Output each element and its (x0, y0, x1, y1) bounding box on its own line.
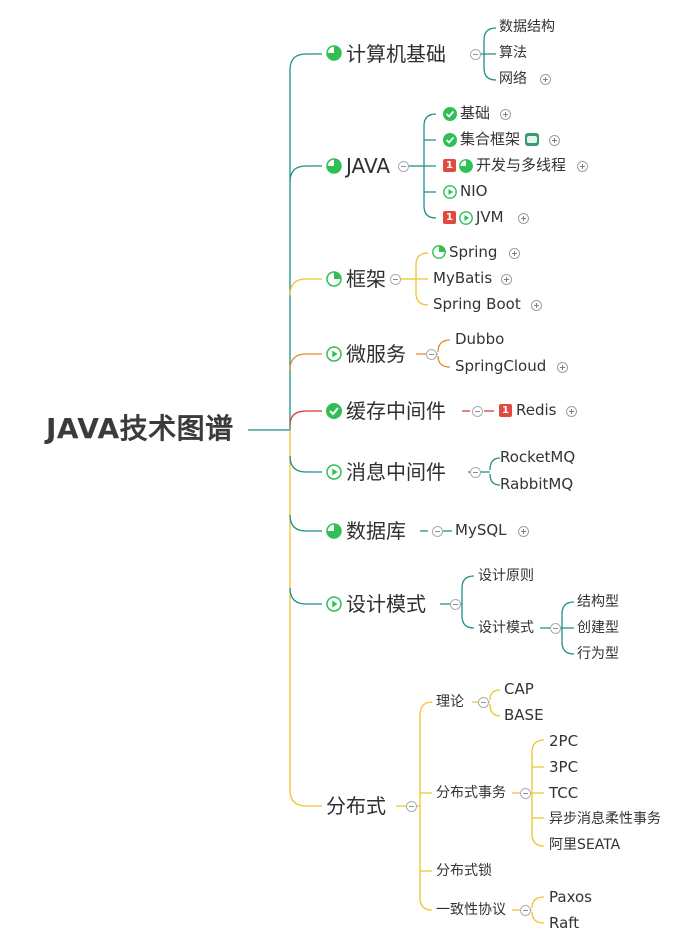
progress-75-icon (459, 159, 473, 173)
collapse-toggle[interactable] (550, 623, 561, 634)
collapse-toggle[interactable] (432, 526, 443, 537)
priority-1-icon: 1 (499, 404, 512, 417)
subtopic[interactable]: RocketMQ (500, 448, 576, 466)
expand-toggle[interactable] (549, 135, 560, 146)
progress-25-icon (432, 245, 446, 259)
subtopic[interactable]: Dubbo (455, 330, 505, 348)
progress-75-icon (326, 523, 342, 539)
collapse-toggle[interactable] (478, 697, 489, 708)
subtopic[interactable]: SpringCloud (455, 357, 547, 375)
subtopic[interactable]: 分布式锁 (436, 863, 492, 879)
collapse-toggle[interactable] (470, 467, 481, 478)
collapse-toggle[interactable] (398, 161, 409, 172)
collapse-toggle[interactable] (390, 274, 401, 285)
collapse-toggle[interactable] (472, 406, 483, 417)
subtopic[interactable]: 3PC (549, 758, 579, 776)
play-start-icon (326, 596, 342, 612)
subtopic[interactable]: 基础 (460, 104, 491, 122)
subtopic[interactable]: Spring Boot (433, 295, 521, 313)
subtopic[interactable]: 创建型 (577, 620, 619, 636)
subtopic[interactable]: 算法 (499, 45, 527, 61)
topic-framework[interactable]: 框架 (346, 267, 386, 291)
expand-toggle[interactable] (531, 300, 542, 311)
expand-toggle[interactable] (566, 406, 577, 417)
topic-cache-middleware[interactable]: 缓存中间件 (346, 399, 446, 423)
topic-java[interactable]: JAVA (346, 154, 391, 178)
web-link-icon (525, 133, 539, 146)
expand-toggle[interactable] (518, 213, 529, 224)
check-done-icon (326, 403, 342, 419)
collapse-toggle[interactable] (406, 801, 417, 812)
expand-toggle[interactable] (540, 74, 551, 85)
subtopic[interactable]: BASE (504, 706, 544, 724)
subtopic[interactable]: 开发与多线程 (476, 156, 567, 174)
progress-75-icon (326, 45, 342, 61)
collapse-toggle[interactable] (470, 49, 481, 60)
subtopic[interactable]: Redis (516, 401, 557, 419)
subtopic[interactable]: 行为型 (577, 646, 619, 662)
subtopic[interactable]: TCC (549, 784, 579, 802)
subtopic[interactable]: 理论 (436, 694, 464, 710)
subtopic[interactable]: 数据结构 (499, 19, 555, 35)
play-start-icon (326, 464, 342, 480)
check-done-icon (443, 107, 457, 121)
root-topic[interactable]: JAVA技术图谱 (46, 412, 234, 445)
subtopic[interactable]: 结构型 (577, 594, 619, 610)
topic-microservices[interactable]: 微服务 (346, 342, 406, 366)
topic-design-patterns[interactable]: 设计模式 (346, 592, 426, 616)
play-start-icon (459, 211, 473, 225)
priority-1-icon: 1 (443, 211, 456, 224)
collapse-toggle[interactable] (426, 349, 437, 360)
expand-toggle[interactable] (501, 274, 512, 285)
collapse-toggle[interactable] (520, 788, 531, 799)
subtopic[interactable]: NIO (460, 182, 488, 200)
subtopic[interactable]: 2PC (549, 732, 579, 750)
subtopic[interactable]: 设计模式 (478, 620, 534, 636)
topic-database[interactable]: 数据库 (346, 519, 406, 543)
expand-toggle[interactable] (518, 526, 529, 537)
expand-toggle[interactable] (500, 109, 511, 120)
subtopic[interactable]: 集合框架 (460, 130, 521, 148)
topic-cs-basics[interactable]: 计算机基础 (346, 42, 446, 66)
play-start-icon (326, 346, 342, 362)
collapse-toggle[interactable] (520, 905, 531, 916)
play-start-icon (443, 185, 457, 199)
subtopic[interactable]: 阿里SEATA (549, 837, 621, 853)
subtopic[interactable]: Paxos (549, 888, 592, 906)
subtopic[interactable]: MyBatis (433, 269, 493, 287)
subtopic[interactable]: Raft (549, 914, 580, 932)
expand-toggle[interactable] (557, 362, 568, 373)
check-done-icon (443, 133, 457, 147)
progress-75-icon (326, 158, 342, 174)
subtopic[interactable]: 分布式事务 (436, 785, 506, 801)
subtopic[interactable]: JVM (476, 208, 504, 226)
subtopic[interactable]: CAP (504, 680, 534, 698)
subtopic[interactable]: RabbitMQ (500, 475, 574, 493)
topic-distributed[interactable]: 分布式 (326, 794, 386, 818)
subtopic[interactable]: 设计原则 (478, 568, 534, 584)
subtopic[interactable]: Spring (449, 243, 498, 261)
topic-message-middleware[interactable]: 消息中间件 (346, 460, 446, 484)
subtopic[interactable]: 一致性协议 (436, 902, 506, 918)
expand-toggle[interactable] (577, 161, 588, 172)
progress-25-icon (326, 271, 342, 287)
expand-toggle[interactable] (509, 248, 520, 259)
collapse-toggle[interactable] (450, 599, 461, 610)
priority-1-icon: 1 (443, 159, 456, 172)
subtopic[interactable]: MySQL (455, 521, 507, 539)
subtopic[interactable]: 异步消息柔性事务 (549, 811, 661, 827)
subtopic[interactable]: 网络 (499, 71, 527, 87)
